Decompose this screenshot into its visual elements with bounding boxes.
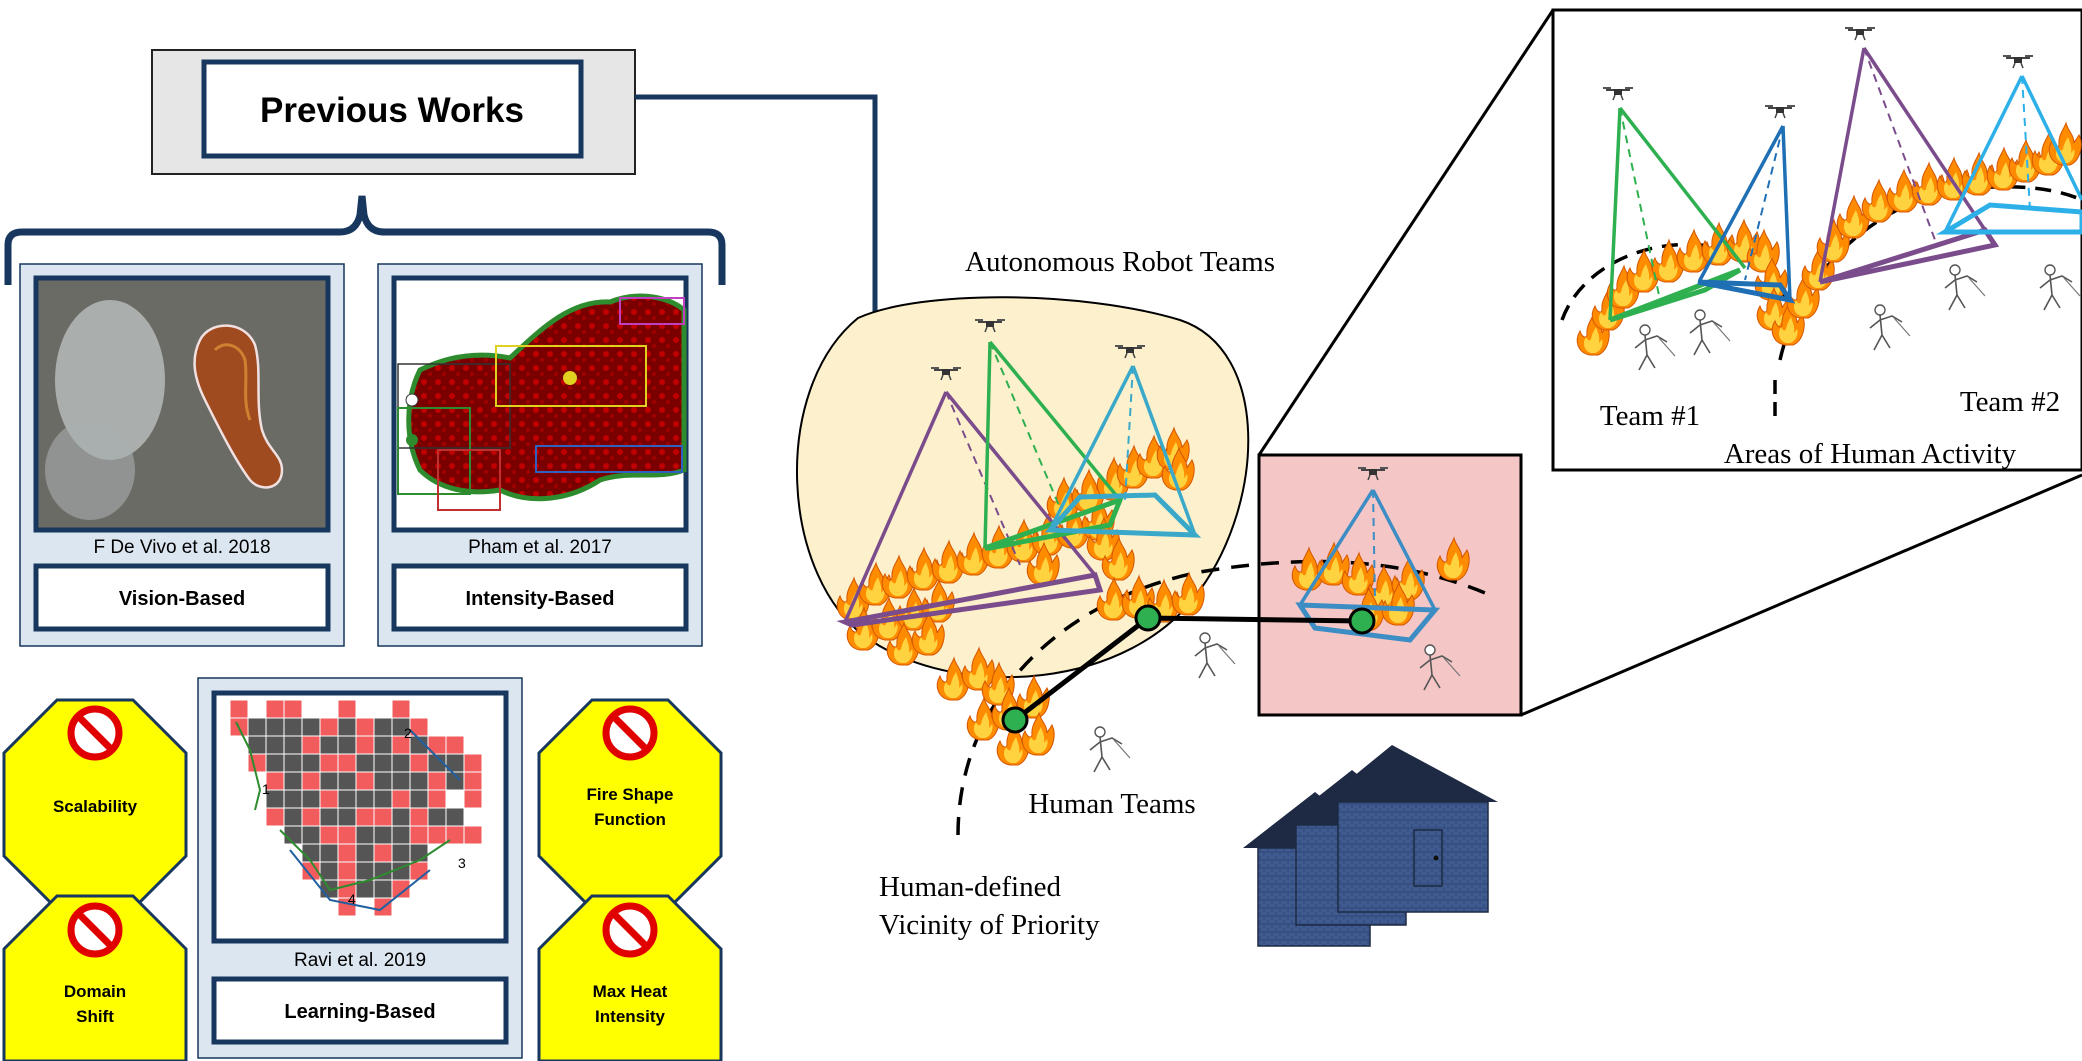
robot-teams-label: Autonomous Robot Teams xyxy=(965,246,1275,278)
limitation-octagon-domain-shift: Domain Shift xyxy=(2,894,188,1061)
limitation-octagon-scalability: Scalability xyxy=(2,698,188,911)
limitation-octagon-fire-shape: Fire Shape Function xyxy=(537,698,723,911)
firefighter-icon xyxy=(1089,726,1131,773)
team-node xyxy=(1134,604,1162,632)
inset-team-cyan xyxy=(1935,54,2082,235)
method-box-intensity xyxy=(391,563,689,632)
inset-team-purple xyxy=(1818,26,2000,285)
limitation-label: Max Heat xyxy=(593,982,668,1001)
team1-label: Team #1 xyxy=(1600,400,1700,432)
method-box-learning xyxy=(211,976,509,1045)
team2-label: Team #2 xyxy=(1960,386,2060,418)
robot-team-green xyxy=(974,318,1125,551)
limitation-label: Shift xyxy=(76,1007,114,1026)
limitation-label: Domain xyxy=(64,982,126,1001)
inset-team-blue xyxy=(1697,104,1796,304)
vicinity-label-line1: Human-defined xyxy=(879,871,1061,903)
activity-label: Areas of Human Activity xyxy=(1724,438,2017,470)
method-label-intensity: Intensity-Based xyxy=(466,588,615,610)
grid-label-4: 4 xyxy=(348,891,356,907)
zoom-line-bottom xyxy=(1520,473,2082,717)
team-node xyxy=(1348,607,1376,635)
connector-line xyxy=(635,94,878,350)
grid-label-2: 2 xyxy=(404,725,412,741)
learning-grid xyxy=(229,699,483,917)
inset-team-green xyxy=(1602,86,1747,323)
house-icon xyxy=(1243,745,1498,947)
limitation-label: Fire Shape xyxy=(587,785,674,804)
human-teams-label: Human Teams xyxy=(1028,788,1195,820)
citation-learning: Ravi et al. 2019 xyxy=(294,950,426,971)
grid-label-1: 1 xyxy=(262,781,270,797)
team-node xyxy=(1001,706,1029,734)
robot-team-purple xyxy=(836,366,1104,628)
limitation-label: Function xyxy=(594,810,666,829)
limitation-octagon-max-heat: Max Heat Intensity xyxy=(537,894,723,1061)
header-inner-box xyxy=(201,59,584,159)
citation-vision: F De Vivo et al. 2018 xyxy=(93,537,270,558)
firefighter-icon xyxy=(1194,632,1236,679)
curly-brace xyxy=(4,195,726,285)
method-box-vision xyxy=(33,563,331,632)
vicinity-label-line2: Vicinity of Priority xyxy=(879,909,1100,941)
limitation-label: Intensity xyxy=(595,1007,665,1026)
method-label-vision: Vision-Based xyxy=(119,588,245,610)
citation-intensity: Pham et al. 2017 xyxy=(468,537,612,558)
robot-team-teal xyxy=(1044,344,1202,538)
page-title: Previous Works xyxy=(260,91,524,130)
zoom-line-top xyxy=(1257,9,1555,456)
limitation-label: Scalability xyxy=(53,797,138,816)
method-label-learning: Learning-Based xyxy=(284,1001,435,1023)
grid-label-3: 3 xyxy=(458,855,466,871)
